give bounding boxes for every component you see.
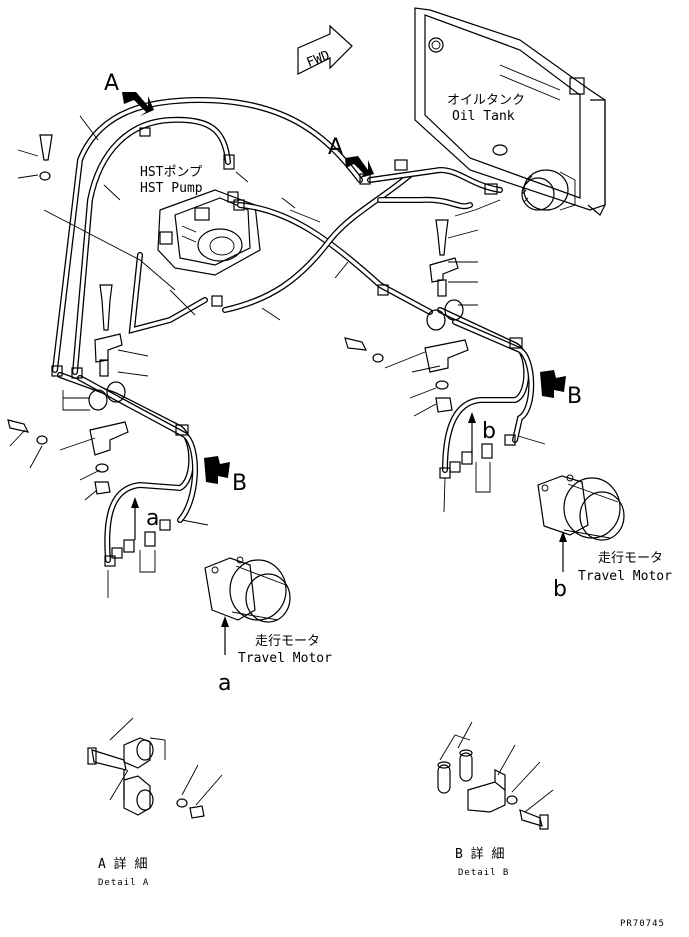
detail-a: A 詳 細 Detail A: [87, 717, 223, 888]
travel-motor-b-label-jp: 走行モータ: [598, 551, 663, 566]
travel-motor-b: 走行モータ Travel Motor b: [537, 474, 672, 602]
fittings: [51, 127, 523, 567]
ref-a-small: a: [146, 506, 159, 531]
oil-tank-label-jp: オイルタンク: [447, 93, 525, 108]
oil-tank-label-en: Oil Tank: [452, 109, 515, 124]
drawing-number: PR70745: [620, 919, 665, 929]
travel-motor-a: 走行モータ Travel Motor a: [204, 556, 332, 696]
detail-b-title-en: Detail B: [458, 868, 509, 878]
hst-pump-label-en: HST Pump: [140, 181, 203, 196]
travel-motor-a-label-jp: 走行モータ: [255, 634, 320, 649]
fwd-arrow: FWD: [297, 24, 353, 75]
hydraulic-pipes: [52, 96, 535, 563]
view-a-label-left: A: [104, 71, 119, 96]
travel-motor-b-label-en: Travel Motor: [578, 569, 672, 584]
view-arrow-b-left: B: [204, 456, 247, 496]
oil-tank: オイルタンク Oil Tank: [414, 7, 606, 216]
view-b-label-left: B: [232, 471, 247, 496]
view-a-label-right: A: [328, 135, 343, 160]
hst-pump-label-jp: HSTポンプ: [140, 165, 202, 180]
travel-motor-a-label-en: Travel Motor: [238, 651, 332, 666]
clamp-set-right: [344, 219, 469, 413]
detail-b: B 詳 細 Detail B: [437, 721, 554, 878]
ref-pointer-a: a: [131, 497, 159, 540]
motor-a-ref: a: [218, 671, 231, 696]
view-arrow-a-left: A: [104, 71, 154, 116]
detail-b-title-jp: B 詳 細: [455, 846, 504, 862]
ref-b-small: b: [482, 419, 496, 444]
ref-pointer-b: b: [468, 412, 496, 455]
detail-a-title-jp: A 詳 細: [98, 856, 147, 872]
motor-b-ref: b: [553, 577, 567, 602]
valves: [111, 443, 493, 573]
view-arrow-a-right: A: [328, 135, 374, 178]
clamp-set-left: [7, 134, 129, 495]
view-b-label-right: B: [567, 384, 582, 409]
leader-lines: [9, 115, 546, 598]
detail-a-title-en: Detail A: [98, 878, 149, 888]
fwd-label: FWD: [305, 48, 333, 71]
hst-pump: HSTポンプ HST Pump: [140, 165, 261, 276]
view-arrow-b-right: B: [540, 370, 582, 409]
